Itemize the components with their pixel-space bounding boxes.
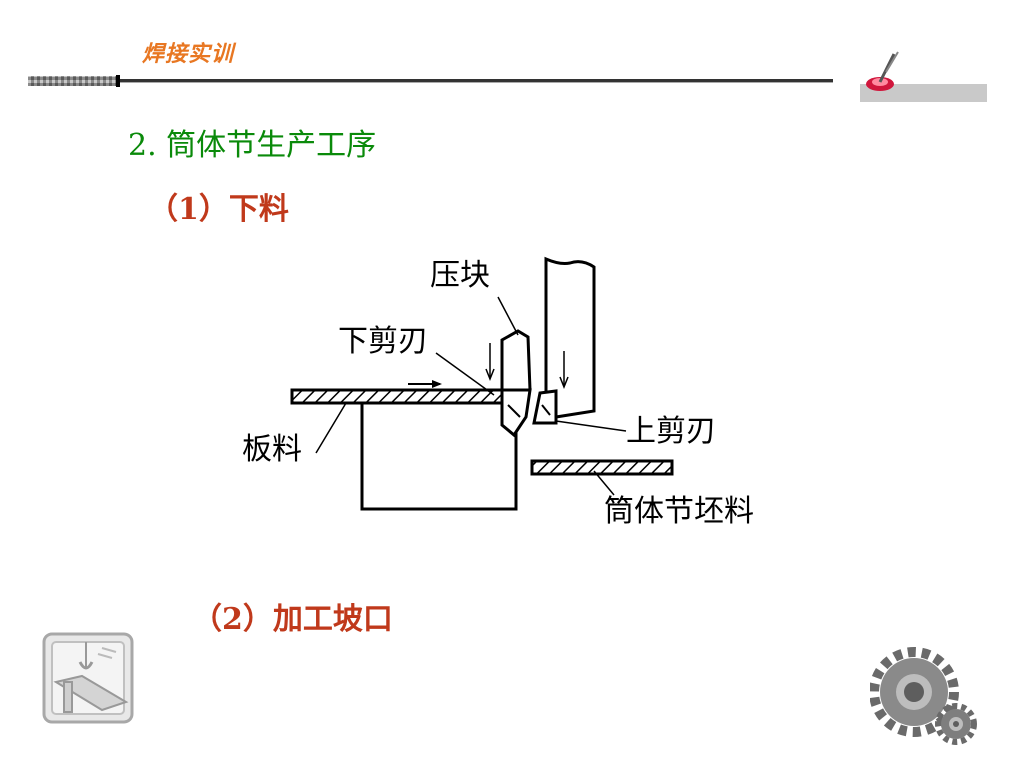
shearing-diagram: 压块 下剪刃 板料 上剪刃 筒体节坯料 bbox=[242, 256, 754, 529]
plate-material bbox=[290, 388, 512, 405]
upper-column bbox=[544, 256, 596, 419]
upper-blade bbox=[532, 389, 558, 425]
label-upper-blade: 上剪刃 bbox=[626, 414, 716, 449]
label-lower-blade: 下剪刃 bbox=[338, 324, 428, 359]
label-shell-blank: 筒体节坯料 bbox=[604, 494, 754, 529]
header-divider bbox=[28, 75, 833, 87]
label-press-block: 压块 bbox=[430, 258, 490, 293]
crane-logo-icon bbox=[42, 632, 134, 724]
welding-torch-icon bbox=[860, 51, 987, 102]
step-bevel-heading: （2）加工坡口 bbox=[192, 602, 393, 637]
header-title: 焊接实训 bbox=[142, 42, 235, 67]
lower-support bbox=[360, 403, 518, 511]
step-cutting-heading: （1）下料 bbox=[148, 192, 289, 227]
press-block bbox=[500, 329, 532, 391]
shell-blank bbox=[530, 459, 674, 476]
label-plate: 板料 bbox=[242, 432, 302, 467]
gears-icon bbox=[870, 647, 977, 745]
section-heading: 2. 筒体节生产工序 bbox=[128, 128, 377, 163]
